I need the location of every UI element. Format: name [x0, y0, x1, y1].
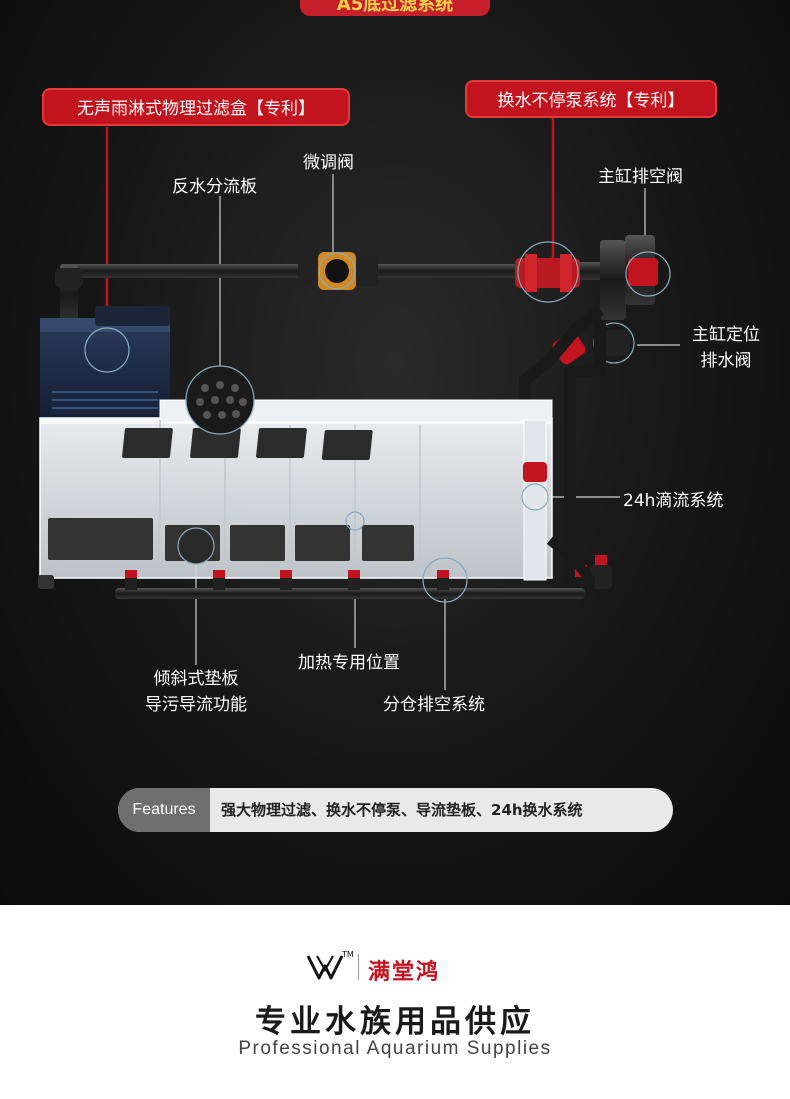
- heater-position-label: 加热专用位置: [298, 653, 400, 673]
- brand-logo-icon: [306, 955, 344, 980]
- tagline-english: Professional Aquarium Supplies: [238, 1038, 552, 1059]
- main-position-valve-line2: 排水阀: [700, 351, 752, 371]
- brand-row: TM 满堂鸿: [0, 948, 790, 988]
- drain-system-label: 分仓排空系统: [383, 695, 485, 715]
- features-text: 强大物理过滤、换水不停泵、导流垫板、24h换水系统: [221, 801, 583, 819]
- tagline: 专业水族用品供应: [255, 1004, 535, 1040]
- drip-system-label: 24h滴流系统: [623, 491, 724, 511]
- main-empty-valve-label: 主缸排空阀: [598, 167, 683, 187]
- tilted-plate-label: 倾斜式垫板 导污导流功能: [130, 666, 262, 718]
- brand-tm: TM: [342, 950, 354, 959]
- features-bar: Features 强大物理过滤、换水不停泵、导流垫板、24h换水系统: [118, 788, 673, 832]
- tilted-plate-line2: 导污导流功能: [145, 695, 247, 715]
- fine-valve-label: 微调阀: [303, 153, 354, 173]
- pump-system-badge: 换水不停泵系统【专利】: [465, 80, 717, 118]
- main-position-valve-line1: 主缸定位: [692, 325, 760, 345]
- main-position-valve-label: 主缸定位 排水阀: [680, 322, 772, 374]
- sump-filter-illustration: [38, 118, 680, 690]
- rain-filter-badge: 无声雨淋式物理过滤盒【专利】: [42, 88, 350, 126]
- brand-name: 满堂鸿: [368, 959, 441, 985]
- diverter-label: 反水分流板: [172, 177, 257, 197]
- features-tag: Features: [118, 788, 210, 832]
- section-title: A5底过滤系统: [300, 0, 490, 16]
- tilted-plate-line1: 倾斜式垫板: [153, 669, 239, 689]
- product-panel: A5底过滤系统: [0, 0, 790, 905]
- brand-divider: [358, 954, 359, 980]
